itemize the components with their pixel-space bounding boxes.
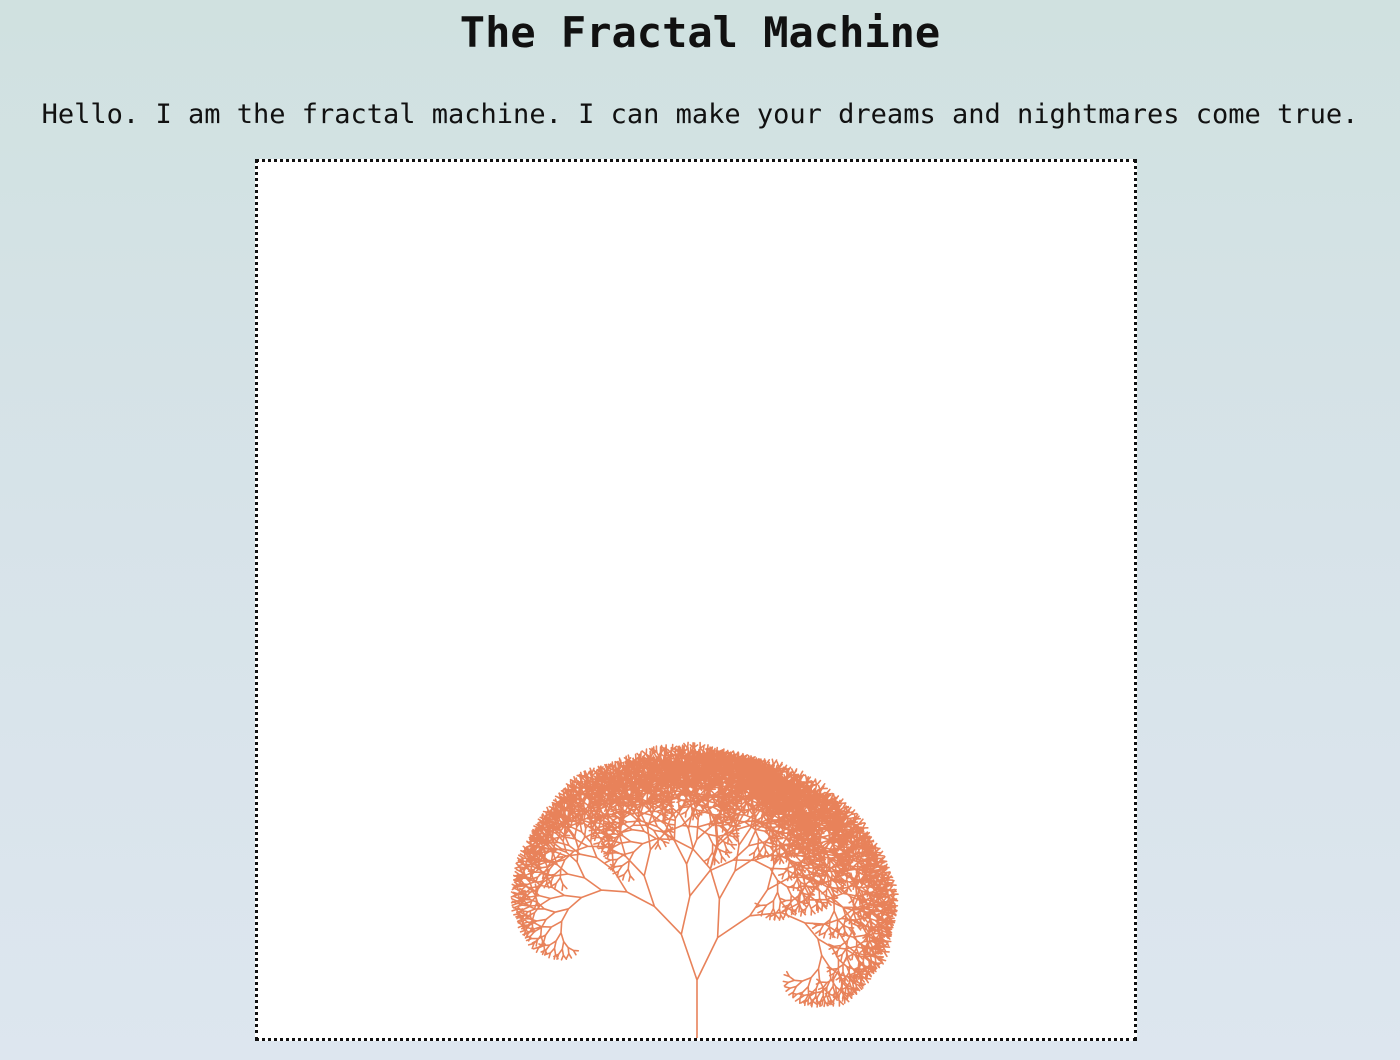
fractal-branches bbox=[510, 741, 899, 1038]
intro-text: Hello. I am the fractal machine. I can m… bbox=[41, 99, 1359, 130]
page-title: The Fractal Machine bbox=[459, 8, 941, 57]
fractal-canvas[interactable] bbox=[255, 159, 1137, 1041]
fractal-tree-drawing bbox=[510, 741, 899, 1038]
